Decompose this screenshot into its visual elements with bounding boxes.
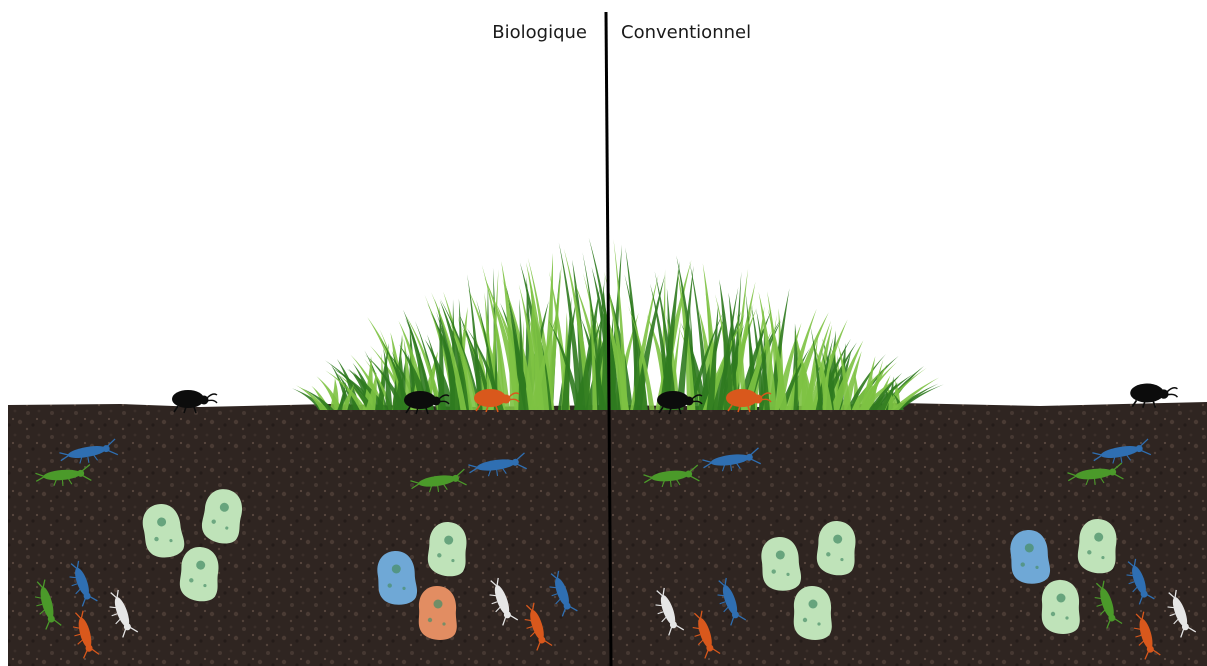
label-conventionnel: Conventionnel xyxy=(621,22,751,43)
microbe-icon xyxy=(794,586,832,640)
microbe-icon xyxy=(419,586,457,640)
grass-tuft xyxy=(292,238,944,410)
microbe-icon xyxy=(1042,580,1080,634)
label-biologique: Biologique xyxy=(492,22,587,43)
